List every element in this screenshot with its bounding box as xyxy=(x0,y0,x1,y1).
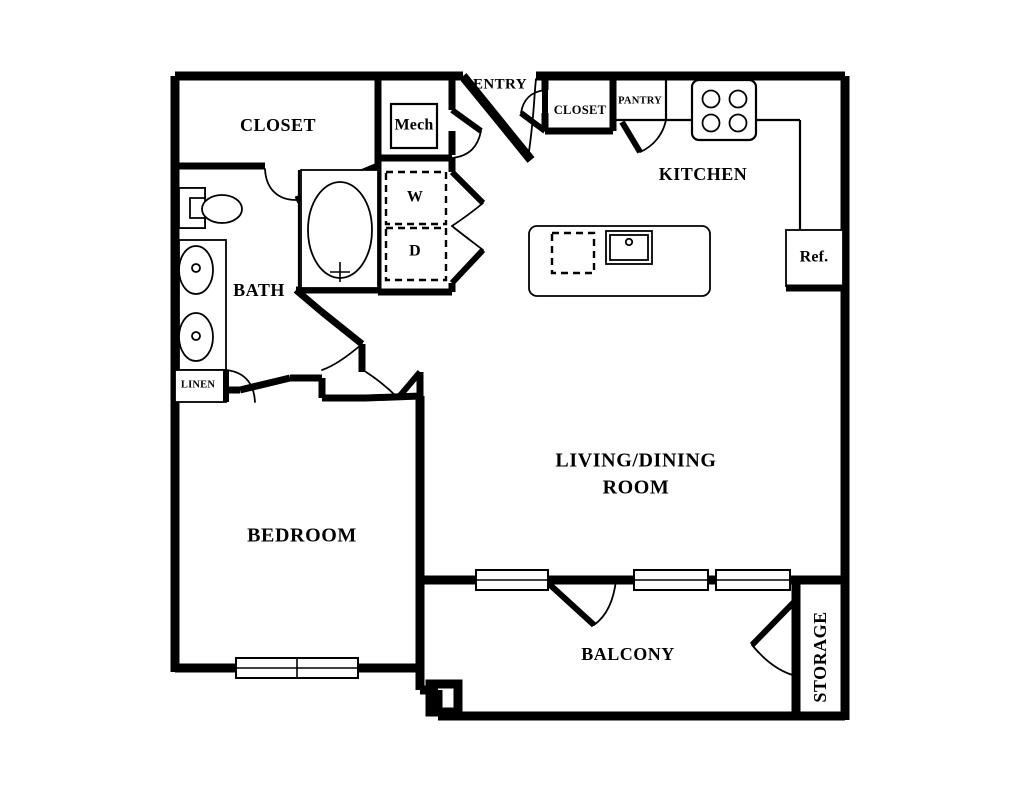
bedroom-door[interactable] xyxy=(365,370,424,400)
dryer-outline xyxy=(384,226,448,282)
pantry-door[interactable] xyxy=(619,119,667,154)
label-kitchen: KITCHEN xyxy=(659,164,748,184)
label-bedroom: BEDROOM xyxy=(247,525,357,547)
living-window-2 xyxy=(633,569,709,591)
vanity-double-sink xyxy=(178,239,227,371)
label-refrigerator: Ref. xyxy=(800,249,829,266)
label-entry: ENTRY xyxy=(473,76,527,92)
label-dryer: D xyxy=(409,243,421,260)
refrigerator xyxy=(785,229,845,292)
room-labels: CLOSET Mech ENTRY CLOSET PANTRY KITCHEN … xyxy=(181,76,830,702)
toilet xyxy=(178,187,243,229)
mech-door[interactable] xyxy=(450,107,483,159)
label-linen: LINEN xyxy=(181,379,215,390)
bathtub xyxy=(300,169,379,289)
range-cooktop xyxy=(690,78,758,142)
bedroom-walls xyxy=(365,392,425,672)
sink-drain-icon xyxy=(624,237,634,247)
coat-closet-door[interactable] xyxy=(519,89,548,134)
balcony-column xyxy=(425,679,463,717)
bedroom-window xyxy=(235,657,359,679)
living-window-1 xyxy=(475,569,549,591)
mech-closet xyxy=(378,76,456,162)
label-closet-master: CLOSET xyxy=(240,115,316,135)
label-bath: BATH xyxy=(233,280,285,300)
mech-unit xyxy=(389,102,439,150)
kitchen-island xyxy=(528,225,711,297)
entry-door[interactable] xyxy=(460,77,537,160)
patio-sliding-door[interactable] xyxy=(545,579,617,628)
label-living-dining-2: ROOM xyxy=(603,477,670,499)
label-mech: Mech xyxy=(394,117,433,134)
closet-master-door[interactable] xyxy=(264,168,297,201)
label-living-dining: LIVING/DINING xyxy=(555,450,716,472)
label-washer: W xyxy=(407,189,423,206)
linen-closet-door[interactable] xyxy=(223,369,256,403)
label-storage: STORAGE xyxy=(810,611,830,702)
living-window-3 xyxy=(715,569,791,591)
linen-closet xyxy=(174,369,227,403)
label-closet-coat: CLOSET xyxy=(554,103,607,117)
label-balcony: BALCONY xyxy=(581,644,675,664)
laundry-bifold-doors[interactable] xyxy=(449,169,486,286)
bath-door[interactable] xyxy=(321,343,366,372)
balcony-walls xyxy=(415,575,845,716)
label-pantry: PANTRY xyxy=(618,95,662,106)
storage-door[interactable] xyxy=(749,597,801,716)
dishwasher-icon xyxy=(550,231,596,275)
washer-outline xyxy=(384,170,448,226)
